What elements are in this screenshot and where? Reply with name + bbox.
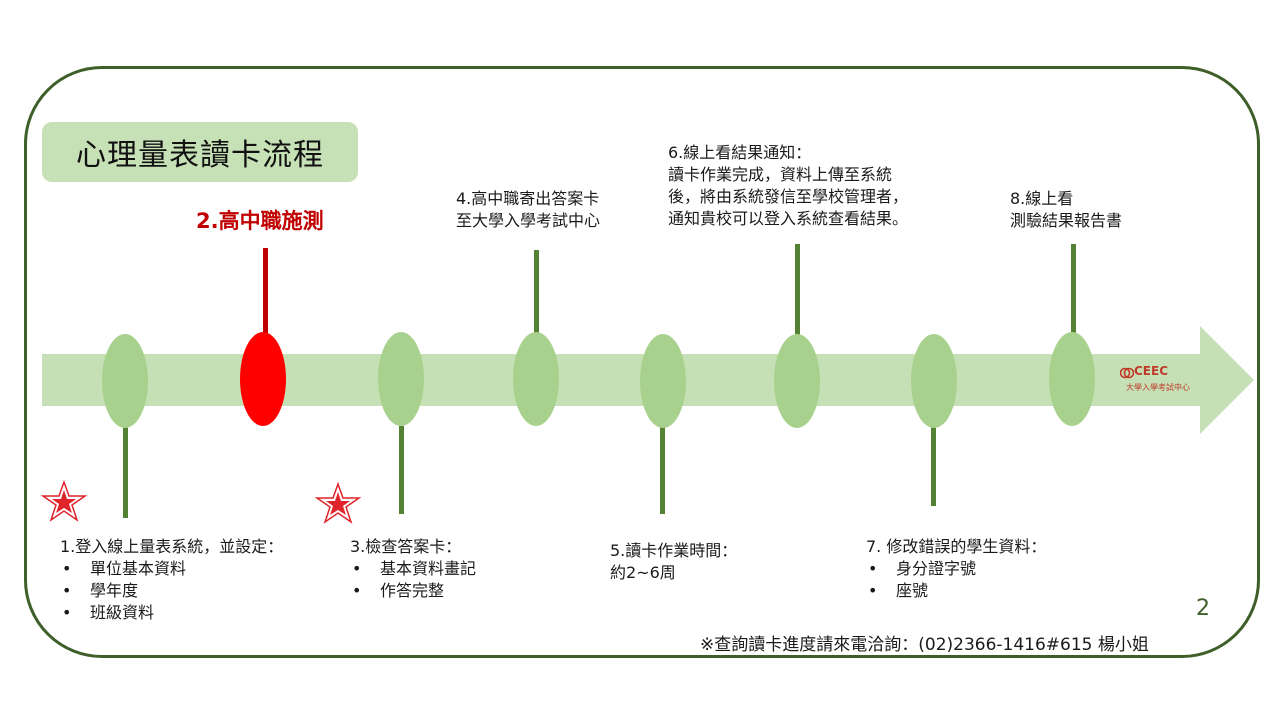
step3-label: 3.檢查答案卡： 基本資料畫記 作答完整 — [350, 536, 476, 602]
step8-line: 8.線上看 — [1010, 189, 1074, 208]
step3-bullet: 基本資料畫記 — [350, 558, 476, 580]
step1-bullet: 單位基本資料 — [60, 558, 283, 580]
stem-step4 — [534, 250, 539, 334]
step1-bullet: 班級資料 — [60, 602, 283, 624]
step2-label: 2.高中職施測 — [196, 209, 324, 233]
step4-line: 至大學入學考試中心 — [456, 211, 601, 230]
milestone-step8 — [1049, 332, 1095, 426]
slide-title: 心理量表讀卡流程 — [42, 122, 358, 182]
step1-bullet: 學年度 — [60, 580, 283, 602]
step6-line: 後，將由系統發信至學校管理者， — [668, 187, 909, 206]
step8-line: 測驗結果報告書 — [1010, 211, 1123, 230]
stem-step8 — [1071, 244, 1076, 334]
stem-step3 — [399, 426, 404, 514]
step5-line: 5.讀卡作業時間： — [610, 541, 738, 560]
milestone-step2 — [240, 332, 286, 426]
step8-label: 8.線上看 測驗結果報告書 — [1010, 188, 1122, 232]
star-icon — [40, 480, 88, 522]
step1-label: 1.登入線上量表系統，並設定： 單位基本資料 學年度 班級資料 — [60, 536, 283, 624]
step7-bullet: 座號 — [866, 580, 1046, 602]
milestone-step7 — [911, 334, 957, 428]
step6-label: 6.線上看結果通知： 讀卡作業完成，資料上傳至系統 後，將由系統發信至學校管理者… — [668, 142, 908, 230]
step5-line: 約2~6周 — [610, 563, 676, 582]
contact-footer: ※查詢讀卡進度請來電洽詢：(02)2366-1416#615 楊小姐 — [700, 635, 1149, 655]
step3-bullet: 作答完整 — [350, 580, 476, 602]
logo-subtitle: 大學入學考試中心 — [1126, 383, 1190, 392]
step6-line: 讀卡作業完成，資料上傳至系統 — [668, 165, 893, 184]
step1-heading: 1.登入線上量表系統，並設定： — [60, 537, 284, 556]
step6-line: 通知貴校可以登入系統查看結果。 — [668, 209, 909, 228]
milestone-step6 — [774, 334, 820, 428]
step6-line: 6.線上看結果通知： — [668, 143, 812, 162]
logo-text: CEEC — [1134, 364, 1169, 378]
step4-label: 4.高中職寄出答案卡 至大學入學考試中心 — [456, 188, 600, 232]
star-icon — [314, 482, 362, 524]
milestone-step4 — [513, 332, 559, 426]
step7-bullet: 身分證字號 — [866, 558, 1046, 580]
ceec-logo-icon — [1120, 367, 1134, 379]
stem-step1 — [123, 426, 128, 518]
milestone-step1 — [102, 334, 148, 428]
step5-label: 5.讀卡作業時間： 約2~6周 — [610, 540, 737, 584]
stem-step6 — [795, 244, 800, 336]
page-number: 2 — [1196, 596, 1210, 621]
stem-step7 — [931, 426, 936, 506]
step7-heading: 7. 修改錯誤的學生資料： — [866, 537, 1047, 556]
step3-heading: 3.檢查答案卡： — [350, 537, 462, 556]
milestone-step5 — [640, 334, 686, 428]
ceec-logo: CEEC 大學入學考試中心 — [1120, 364, 1200, 400]
slide-frame — [24, 66, 1260, 658]
stem-step2 — [263, 248, 268, 334]
milestone-step3 — [378, 332, 424, 426]
step4-line: 4.高中職寄出答案卡 — [456, 189, 600, 208]
step7-label: 7. 修改錯誤的學生資料： 身分證字號 座號 — [866, 536, 1046, 602]
stem-step5 — [660, 426, 665, 514]
